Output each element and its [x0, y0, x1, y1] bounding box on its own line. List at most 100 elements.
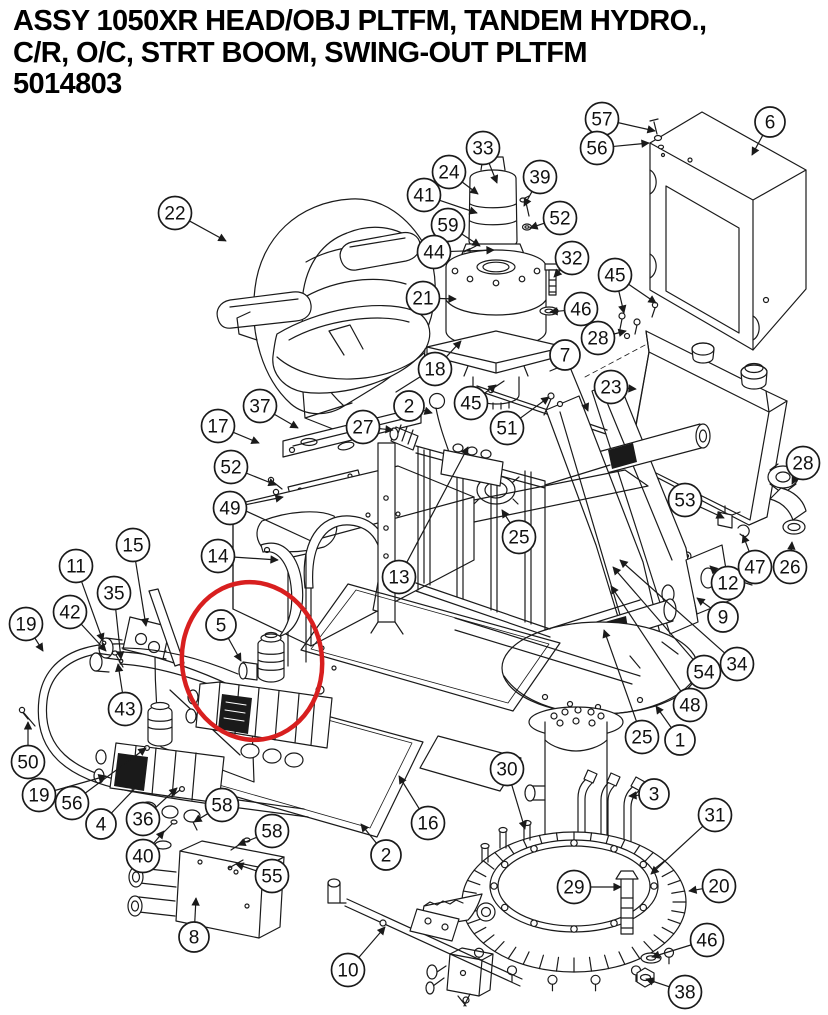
balloon-number: 5: [216, 616, 227, 637]
leader-line: [115, 663, 124, 693]
balloon-number: 6: [765, 113, 776, 134]
assembly-title-line-1: ASSY 1050XR HEAD/OBJ PLTFM, TANDEM HYDRO…: [13, 5, 707, 37]
leader-line: [610, 585, 682, 692]
balloon-circle: [638, 778, 670, 810]
balloon-circle: [672, 687, 708, 723]
callout-42: 42: [52, 594, 107, 652]
leader-line: [791, 475, 800, 485]
balloon-circle: [54, 785, 90, 821]
balloon-number: 52: [220, 458, 241, 479]
balloon-number: 23: [600, 378, 621, 399]
callout-27: 27: [345, 409, 394, 445]
callout-1: 1: [655, 705, 696, 756]
leader-line: [618, 290, 627, 314]
balloon-number: 2: [381, 846, 392, 867]
callout-44: 44: [416, 234, 495, 270]
balloon-circle: [501, 519, 537, 555]
balloon-circle: [416, 234, 452, 270]
leader-line: [612, 566, 694, 660]
balloon-circle: [522, 159, 558, 195]
balloon-number: 19: [28, 786, 49, 807]
balloon-number: 8: [189, 928, 200, 949]
leader-line: [81, 581, 105, 642]
balloon-circle: [200, 538, 236, 574]
callout-52: 52: [529, 200, 578, 236]
balloon-circle: [381, 559, 417, 595]
leader-line: [439, 199, 478, 215]
callout-52: 52: [213, 449, 277, 487]
callout-43: 43: [107, 663, 143, 727]
balloon-circle: [213, 449, 249, 485]
leader-line: [484, 384, 497, 394]
balloon-number: 3: [649, 785, 660, 806]
balloon-number: 13: [388, 568, 409, 589]
callout-49: 49: [212, 490, 284, 526]
leader-line: [237, 836, 257, 847]
callout-19: 19: [21, 774, 107, 813]
balloon-circle: [453, 385, 489, 421]
callout-59: 59: [430, 207, 481, 247]
balloon-circle: [370, 839, 402, 871]
callout-17: 17: [200, 408, 260, 444]
balloon-circle: [667, 482, 703, 518]
callout-36: 36: [125, 787, 178, 837]
leader-line: [423, 406, 433, 415]
leader-line: [488, 163, 499, 184]
red-highlight-circle: [179, 579, 325, 743]
balloon-number: 52: [549, 209, 570, 230]
leader-line: [80, 623, 107, 652]
balloon-circle: [737, 549, 773, 585]
balloon-number: 2: [404, 397, 415, 418]
leader-line: [227, 637, 242, 662]
callout-32: 32: [553, 240, 590, 278]
callout-57: 57: [584, 101, 656, 137]
balloon-number: 25: [631, 728, 652, 749]
balloon-number: 37: [249, 397, 270, 418]
balloon-number: 7: [560, 346, 571, 367]
balloon-number: 38: [674, 983, 695, 1004]
leader-line: [628, 791, 640, 800]
balloon-number: 57: [591, 110, 612, 131]
leader-line: [398, 775, 420, 810]
callout-35: 35: [96, 575, 132, 660]
balloon-circle: [785, 445, 821, 481]
leader-line: [627, 384, 637, 393]
balloon-number: 27: [352, 418, 373, 439]
callout-16: 16: [398, 775, 446, 841]
balloon-circle: [21, 777, 57, 813]
balloon-number: 24: [438, 163, 460, 184]
control-lever-illustration: [389, 380, 564, 487]
balloon-circle: [405, 280, 441, 316]
callout-9: 9: [696, 597, 739, 633]
callout-46: 46: [549, 291, 599, 327]
balloon-circle: [204, 787, 240, 823]
balloon-circle: [430, 207, 466, 243]
callout-50: 50: [10, 721, 46, 780]
leader-line: [135, 561, 149, 627]
balloon-circle: [115, 527, 151, 563]
balloon-number: 25: [508, 528, 529, 549]
callout-14: 14: [200, 538, 279, 574]
balloon-circle: [554, 240, 590, 276]
callout-25: 25: [602, 629, 660, 755]
callout-4: 4: [85, 781, 142, 840]
leader-line: [439, 294, 457, 303]
race-bolts: [490, 839, 658, 933]
leader-line: [450, 246, 495, 255]
callout-19: 19: [8, 606, 44, 652]
balloon-number: 46: [696, 931, 717, 952]
balloon-circle: [254, 813, 290, 849]
balloon-circle: [200, 408, 236, 444]
balloon-circle: [707, 601, 739, 633]
balloon-circle: [664, 724, 696, 756]
balloon-circle: [178, 921, 210, 953]
callout-18: 18: [417, 340, 462, 387]
balloon-number: 53: [674, 491, 695, 512]
balloon-number: 56: [586, 139, 607, 160]
callout-13: 13: [381, 446, 469, 595]
balloon-number: 4: [96, 815, 107, 836]
balloon-circle: [107, 691, 143, 727]
balloon-circle: [549, 339, 581, 371]
balloon-number: 50: [17, 753, 38, 774]
